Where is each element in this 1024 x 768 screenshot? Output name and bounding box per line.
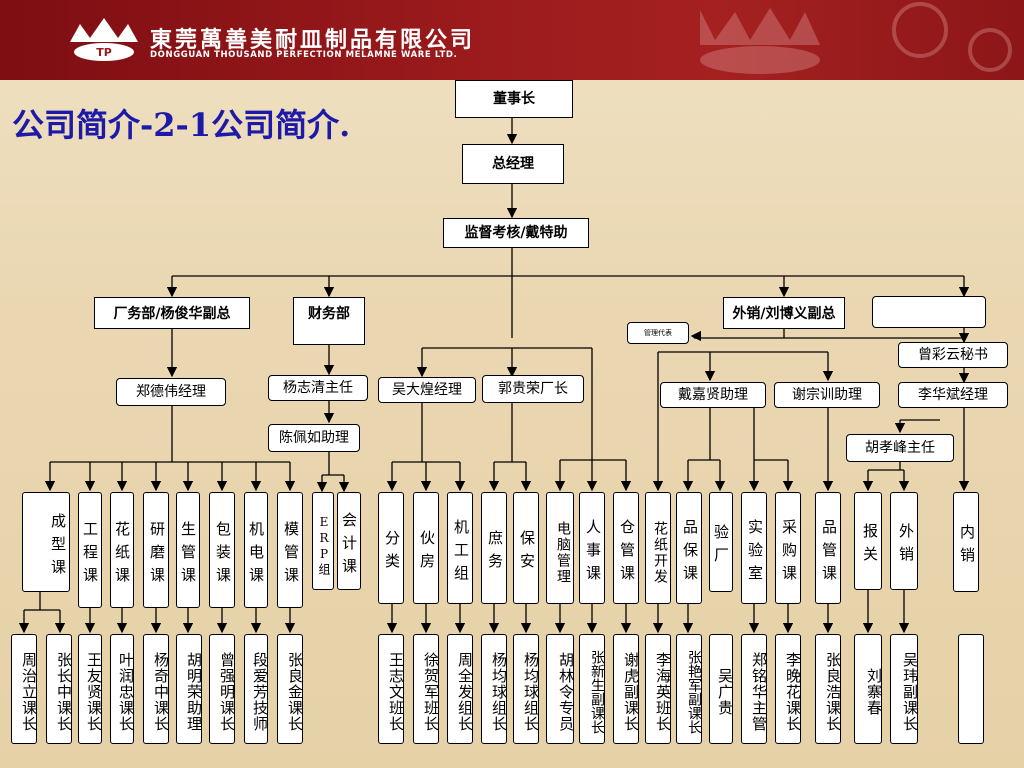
node-li-huabin[interactable]: 李华斌经理 — [898, 382, 1008, 408]
person-zhou-zhili[interactable]: 周治立课长 — [11, 634, 38, 744]
node-general-manager[interactable]: 总经理 — [462, 144, 564, 184]
section-factory-audit[interactable]: 验厂 — [709, 492, 733, 592]
node-zeng-caiyun[interactable]: 曾彩云秘书 — [898, 342, 1008, 368]
person-liu-zhaichun[interactable]: 刘寨春 — [854, 634, 883, 744]
section-erp[interactable]: ERP组 — [312, 492, 334, 590]
section-packaging[interactable]: 包装课 — [209, 492, 235, 608]
person-hu-linling[interactable]: 胡林令专员 — [546, 634, 575, 744]
section-canteen[interactable]: 伙房 — [413, 492, 439, 604]
page-title: 公司简介-2-1公司简介. — [12, 106, 351, 144]
person-hu-mingrong[interactable]: 胡明荣助理 — [176, 634, 203, 744]
person-wang-zhiwen[interactable]: 王志文班长 — [378, 634, 405, 744]
node-chairman[interactable]: 董事长 — [455, 80, 573, 118]
person-zhang-yanjun[interactable]: 张艳军副课长 — [676, 634, 702, 744]
person-ye-runzhong[interactable]: 叶润忠课长 — [110, 634, 135, 744]
node-sales-dept[interactable]: 外销/刘博义副总 — [723, 297, 845, 329]
section-grinding[interactable]: 研磨课 — [143, 492, 169, 608]
node-hu-xiaofeng[interactable]: 胡孝峰主任 — [846, 434, 954, 462]
node-wu-dahuang[interactable]: 吴大煌经理 — [378, 377, 476, 403]
section-sorting[interactable]: 分类 — [378, 492, 404, 604]
person-zheng-minghua[interactable]: 郑铭华主管 — [741, 634, 768, 744]
person-wu-guanggui[interactable]: 吴广贵 — [709, 634, 734, 744]
person-blank[interactable] — [958, 634, 984, 744]
person-yang-junqiu-2[interactable]: 杨均球组长 — [513, 634, 540, 744]
section-production-control[interactable]: 生管课 — [176, 492, 200, 608]
crown-logo-icon: TP — [70, 18, 138, 61]
section-decal-development[interactable]: 花纸开发 — [645, 492, 671, 604]
header-banner: TP 東莞萬善美耐皿制品有限公司 DONGGUAN THOUSAND PERFE… — [0, 0, 1024, 80]
node-finance-dept[interactable]: 财务部 — [293, 297, 365, 345]
node-guo-guirong[interactable]: 郭贵荣厂长 — [482, 375, 584, 403]
section-accounting[interactable]: 会计课 — [337, 492, 361, 590]
section-quality-assurance[interactable]: 品保课 — [676, 492, 702, 604]
section-electromechanical[interactable]: 机电课 — [244, 492, 268, 608]
tag-management-rep: 管理代表 — [627, 322, 689, 344]
person-zhang-liangjin[interactable]: 张良金课长 — [277, 634, 304, 744]
person-wang-youxian[interactable]: 王友贤课长 — [78, 634, 103, 744]
logo-text: TP — [96, 46, 112, 59]
section-molding[interactable]: 成型课 — [22, 492, 70, 592]
person-yang-qizhong[interactable]: 杨奇中课长 — [143, 634, 170, 744]
person-zhou-quanfa[interactable]: 周全发组长 — [447, 634, 474, 744]
person-zeng-qiangming[interactable]: 曾强明课长 — [209, 634, 236, 744]
section-quality-control[interactable]: 品管课 — [815, 492, 841, 604]
company-name-cn: 東莞萬善美耐皿制品有限公司 — [150, 27, 476, 53]
section-export[interactable]: 外销 — [890, 492, 918, 590]
node-supervision[interactable]: 监督考核/戴特助 — [443, 218, 589, 248]
section-warehouse[interactable]: 仓管课 — [613, 492, 639, 604]
section-computer-management[interactable]: 电脑管理 — [546, 492, 574, 604]
company-name-en: DONGGUAN THOUSAND PERFECTION MELAMNE WAR… — [150, 50, 458, 60]
section-domestic-sales[interactable]: 内销 — [953, 492, 979, 592]
node-chen-peiru[interactable]: 陈佩如助理 — [268, 424, 360, 452]
person-li-wanhua[interactable]: 李晚花课长 — [775, 634, 802, 744]
section-security[interactable]: 保安 — [513, 492, 539, 604]
person-xie-hu[interactable]: 谢虎副课长 — [613, 634, 640, 744]
node-dai-jiaxian[interactable]: 戴嘉贤助理 — [660, 382, 766, 408]
node-yang-zhiqing[interactable]: 杨志清主任 — [268, 375, 368, 401]
section-purchasing[interactable]: 采购课 — [775, 492, 801, 604]
section-engineering[interactable]: 工程课 — [78, 492, 102, 608]
node-blank-dept[interactable] — [872, 296, 986, 328]
section-hr[interactable]: 人事课 — [579, 492, 605, 604]
section-decal[interactable]: 花纸课 — [110, 492, 134, 608]
decor-crown-icon — [700, 2, 1012, 74]
person-wu-wei[interactable]: 吴玮副课长 — [890, 634, 919, 744]
section-machining[interactable]: 机工组 — [447, 492, 473, 604]
person-zhang-changzhong[interactable]: 张长中课长 — [46, 634, 73, 744]
person-zhang-lianghao[interactable]: 张良浩课长 — [815, 634, 842, 744]
section-mold-management[interactable]: 模管课 — [277, 492, 303, 608]
person-xu-hejun[interactable]: 徐贺军班长 — [413, 634, 440, 744]
person-duan-aifang[interactable]: 段爱芳技师 — [244, 634, 269, 744]
node-xie-zongxun[interactable]: 谢宗训助理 — [774, 382, 880, 408]
person-zhang-xinsheng[interactable]: 张新生副课长 — [579, 634, 605, 744]
section-customs[interactable]: 报关 — [854, 492, 882, 590]
node-zheng-dewei[interactable]: 郑德伟经理 — [116, 378, 226, 406]
section-general-affairs[interactable]: 庶务 — [481, 492, 507, 604]
person-yang-junqiu-1[interactable]: 杨均球组长 — [481, 634, 508, 744]
person-li-haiying[interactable]: 李海英班长 — [645, 634, 672, 744]
section-laboratory[interactable]: 实验室 — [741, 492, 767, 604]
node-factory-dept[interactable]: 厂务部/杨俊华副总 — [94, 297, 250, 329]
